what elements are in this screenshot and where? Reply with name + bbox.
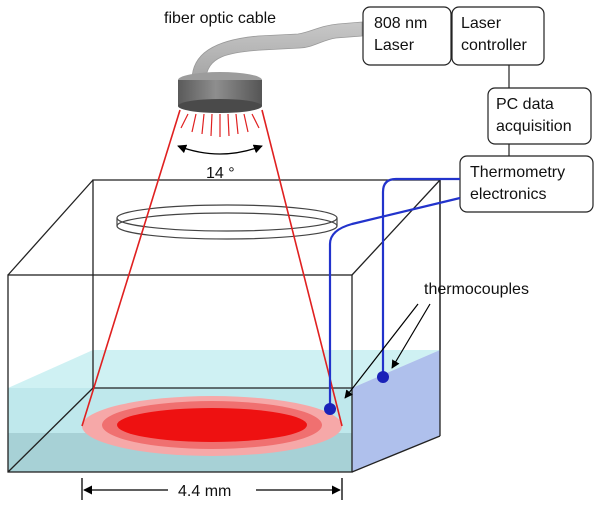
- angle-arc: [177, 144, 263, 155]
- thermocouple-tip-2: [324, 403, 336, 415]
- fiber-optic-cable-label: fiber optic cable: [164, 10, 276, 27]
- laser-box-line2: Laser: [374, 37, 415, 54]
- laser-controller-line1: Laser: [461, 15, 502, 32]
- thermocouple-pointers: [344, 303, 431, 399]
- wire-1: [381, 177, 460, 376]
- spot-inner-core: [117, 408, 307, 442]
- pc-box-line1: PC data: [496, 96, 554, 113]
- tank: [7, 179, 441, 473]
- tank-front-face: [7, 274, 353, 473]
- dimension-line: [81, 478, 343, 500]
- tank-top-right-edge: [351, 179, 441, 276]
- beam-right-edge: [261, 109, 343, 427]
- laser-box: 808 nm Laser: [362, 6, 452, 66]
- thermocouples-label: thermocouples: [424, 281, 529, 298]
- dimension-label: 4.4 mm: [178, 483, 231, 500]
- laser-head: [178, 72, 262, 113]
- beam-left-edge: [81, 109, 181, 427]
- thermocouple-wires: [328, 177, 461, 408]
- laser-box-line1: 808 nm: [374, 15, 427, 32]
- thermometry-box-line1: Thermometry: [470, 164, 565, 181]
- angle-label: 14 °: [206, 165, 235, 182]
- wire-2: [328, 196, 461, 408]
- tank-top-left-edge: [7, 179, 94, 276]
- thermometry-electronics-box: Thermometry electronics: [459, 155, 594, 213]
- fiber-optic-cable: [191, 21, 363, 81]
- water-right-side: [352, 350, 440, 472]
- ring-lens: [116, 204, 338, 240]
- laser-controller-box: Laser controller: [451, 6, 545, 66]
- laser-controller-line2: controller: [461, 37, 527, 54]
- thermometry-box-line2: electronics: [470, 186, 546, 203]
- heated-spot: [82, 396, 342, 456]
- pc-data-acquisition-box: PC data acquisition: [487, 87, 592, 145]
- tank-back-bottom-left-diag: [7, 387, 94, 473]
- pc-box-line2: acquisition: [496, 118, 572, 135]
- laser-beam: [81, 109, 343, 427]
- emission-rays: [180, 113, 260, 137]
- water-top-surface: [8, 350, 440, 388]
- thermocouple-tip-1: [377, 371, 389, 383]
- tank-bottom-right-edge: [351, 435, 441, 473]
